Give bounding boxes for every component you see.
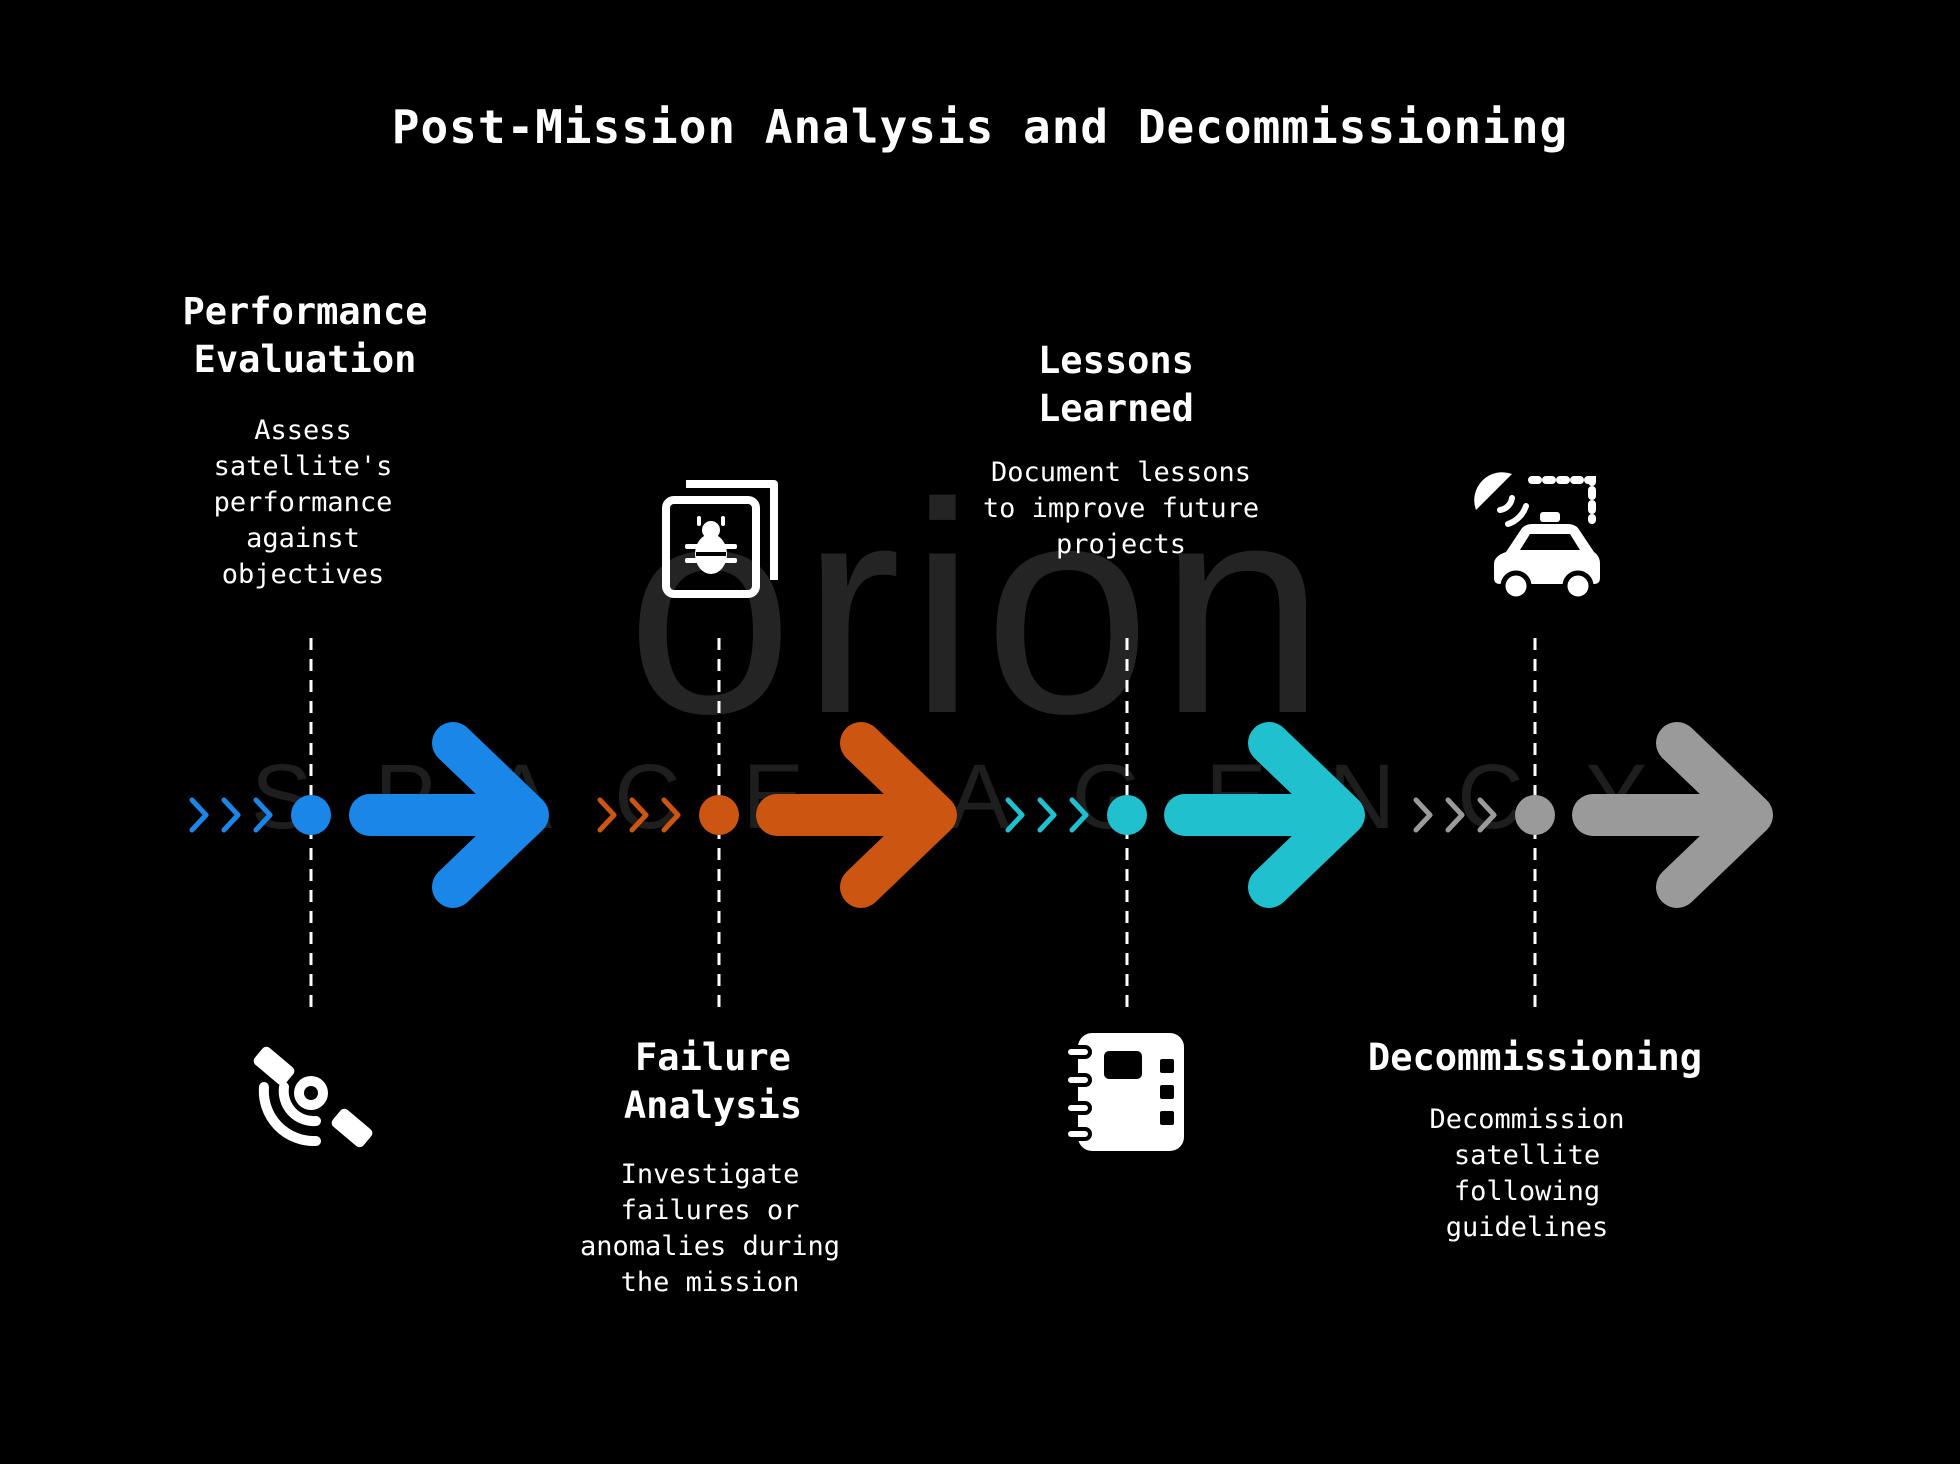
step-4-description: Decommission satellite following guideli… <box>1429 1104 1625 1243</box>
step-3-arrow <box>1164 722 1365 908</box>
step-3-description: Document lessons to improve future proje… <box>982 457 1260 560</box>
page-title: Post-Mission Analysis and Decommissionin… <box>391 100 1569 154</box>
step-3-chevrons <box>1005 797 1089 833</box>
step-4-chevrons <box>1413 797 1497 833</box>
step-1-description: Assess satellite's performance against o… <box>213 415 393 590</box>
notebook-icon <box>1062 1025 1192 1155</box>
step-1-chevrons <box>189 797 273 833</box>
step-2-description: Investigate failures or anomalies during… <box>579 1159 841 1298</box>
bug-report-icon <box>652 470 782 600</box>
step-4-arrow <box>1572 722 1773 908</box>
step-3-title: Lessons Learned <box>1038 339 1194 430</box>
step-1-arrow <box>349 722 549 908</box>
step-1-dot <box>291 795 331 835</box>
autonomous-car-icon <box>1472 470 1602 600</box>
step-4-title: Decommissioning <box>1367 1036 1703 1079</box>
step-1-title: Performance Evaluation <box>182 290 428 381</box>
step-4-dot <box>1515 795 1555 835</box>
step-2-dot <box>699 795 739 835</box>
step-2-title: Failure Analysis <box>623 1036 803 1127</box>
step-2-arrow <box>756 722 957 908</box>
step-2-chevrons <box>597 797 681 833</box>
step-3-dot <box>1107 795 1147 835</box>
satellite-dish-icon <box>246 1025 376 1155</box>
